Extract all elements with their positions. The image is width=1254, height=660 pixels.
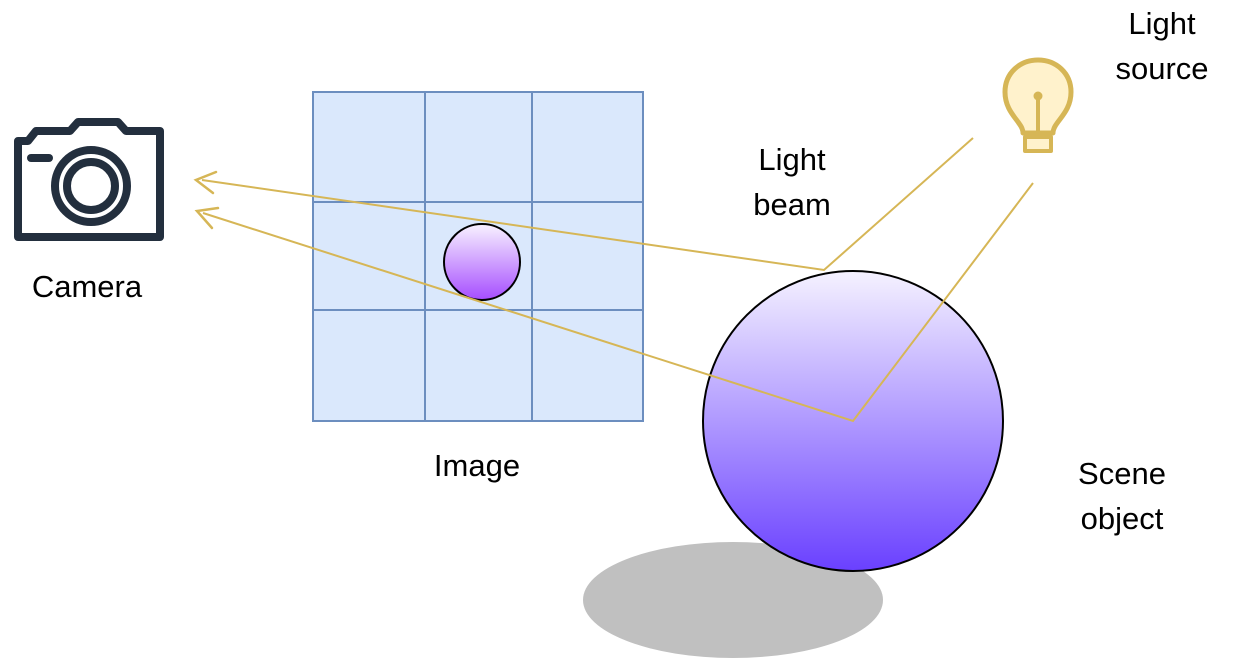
image-grid (312, 91, 644, 422)
light-beam-label: Light beam (753, 142, 831, 222)
camera-label: Camera (31, 269, 143, 304)
beam-arrowheads (193, 170, 220, 230)
scene-object-shadow (583, 542, 883, 658)
light-beam-upper (201, 137, 974, 272)
image-grid-cell (424, 91, 533, 203)
camera-icon (14, 118, 164, 241)
projected-sphere (443, 223, 521, 301)
light-beam-lower (202, 182, 1034, 423)
image-grid-cell (312, 201, 426, 311)
image-grid-cell (312, 91, 426, 203)
image-label: Image (433, 448, 521, 483)
image-grid-cell (424, 309, 533, 422)
image-grid-cell (531, 201, 644, 311)
beam-arrowhead-upper (193, 170, 218, 195)
light-beams (201, 137, 1034, 423)
beam-arrowhead-lower (194, 206, 220, 230)
image-grid-cell (531, 309, 644, 422)
scene-object-label: Scene object (1078, 456, 1166, 536)
image-grid-cell (531, 91, 644, 203)
light-bulb-icon (1002, 57, 1074, 153)
light-source-label: Light source (1115, 6, 1209, 86)
image-grid-cell (312, 309, 426, 422)
